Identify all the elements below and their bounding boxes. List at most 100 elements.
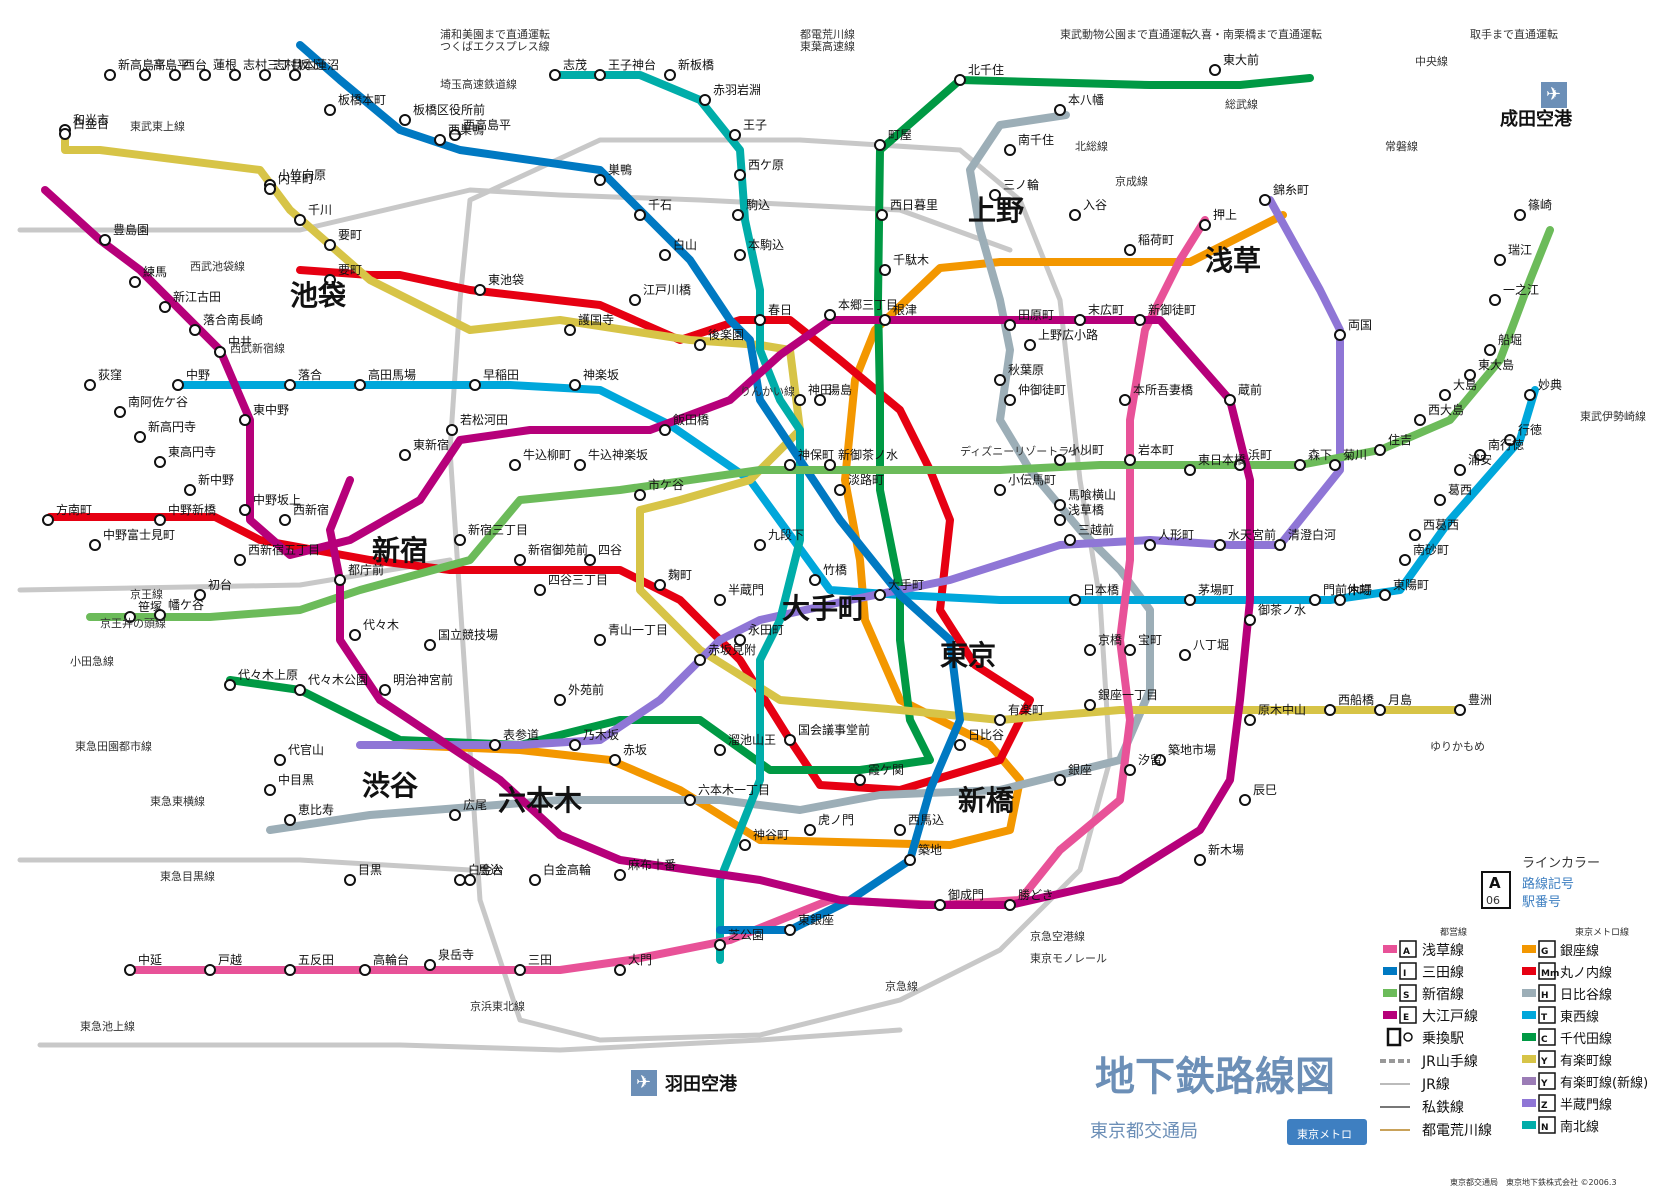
station-marker xyxy=(1295,460,1305,470)
station-marker xyxy=(475,285,485,295)
legend-metro-line: 有楽町線 xyxy=(1560,1053,1612,1069)
station-marker xyxy=(285,815,295,825)
rail-note: 常磐線 xyxy=(1385,139,1418,153)
station-label: 牛込柳町 xyxy=(523,447,571,462)
station-marker xyxy=(1435,495,1445,505)
svg-text:Y: Y xyxy=(1540,1079,1548,1089)
station-label: 築地 xyxy=(918,842,942,857)
station-label: 押上 xyxy=(1213,208,1237,222)
station-marker xyxy=(615,965,625,975)
airplane-icon: ✈ xyxy=(631,1070,657,1096)
station-label: 錦糸町 xyxy=(1273,182,1309,197)
svg-text:✈: ✈ xyxy=(1546,84,1561,105)
station-label: 東中野 xyxy=(253,402,289,417)
station-marker xyxy=(1455,465,1465,475)
legend-symbol: 私鉄線 xyxy=(1422,1100,1464,1116)
station-marker xyxy=(450,810,460,820)
station-label: 四谷 xyxy=(598,543,622,557)
station-label: 三越前 xyxy=(1078,522,1114,537)
rail-note: 京浜東北線 xyxy=(470,999,525,1013)
station-marker xyxy=(1455,705,1465,715)
station-label: 三ノ輪 xyxy=(1003,177,1039,192)
legend-toei-line: 新宿線 xyxy=(1422,986,1464,1003)
rail-note: 中央線 xyxy=(1415,54,1448,68)
station-marker xyxy=(360,965,370,975)
station-label: 東池袋 xyxy=(488,273,524,287)
station-label: 高田馬場 xyxy=(368,367,416,382)
station-marker xyxy=(785,925,795,935)
station-marker xyxy=(895,825,905,835)
station-label: 虎ノ門 xyxy=(818,813,854,827)
station-label: 水天宮前 xyxy=(1228,527,1276,542)
station-marker xyxy=(875,140,885,150)
station-label: 豊島園 xyxy=(113,222,149,237)
rail-note: 京王井の頭線 xyxy=(100,616,166,630)
rail-note: 都電荒川線 xyxy=(800,27,855,41)
legend-swatch xyxy=(1383,945,1397,953)
station-marker xyxy=(875,590,885,600)
rail-note: 京成線 xyxy=(1115,174,1148,188)
svg-text:E: E xyxy=(1403,1013,1409,1023)
station-marker xyxy=(335,575,345,585)
station-label: 汐留 xyxy=(1138,752,1162,767)
station-label: 内幸町 xyxy=(278,172,314,186)
major-station-label: 新宿 xyxy=(372,534,428,567)
station-label: 新木場 xyxy=(1208,842,1244,857)
major-station-label: 渋谷 xyxy=(362,769,419,802)
rail-note: ゆりかもめ xyxy=(1430,740,1485,753)
station-marker xyxy=(1065,535,1075,545)
station-marker xyxy=(1005,395,1015,405)
station-label: 森下 xyxy=(1308,447,1332,462)
station-label: 代々木上原 xyxy=(238,668,298,682)
station-label: 市ケ谷 xyxy=(648,477,684,492)
rail-note: 京王線 xyxy=(130,587,163,601)
station-marker xyxy=(105,70,115,80)
station-label: 竹橋 xyxy=(823,563,847,577)
station-marker xyxy=(1145,540,1155,550)
legend-metro-line: 有楽町線(新線) xyxy=(1560,1075,1648,1091)
station-marker xyxy=(685,795,695,805)
station-label: 恵比寿 xyxy=(298,803,334,817)
station-label: 大門 xyxy=(628,953,652,967)
station-label: 霞ケ関 xyxy=(868,763,904,777)
station-marker xyxy=(1055,775,1065,785)
station-label: 要町 xyxy=(338,228,362,242)
legend-swatch xyxy=(1383,967,1397,975)
station-label: 永田町 xyxy=(748,623,784,637)
svg-text:N: N xyxy=(1541,1123,1549,1133)
rail-note: つくばエクスプレス線 xyxy=(440,39,550,53)
station-marker xyxy=(160,302,170,312)
station-marker xyxy=(880,315,890,325)
station-marker xyxy=(100,235,110,245)
station-marker xyxy=(1200,220,1210,230)
station-label: 千駄木 xyxy=(893,252,929,267)
rail-note: 西武新宿線 xyxy=(230,341,285,355)
station-label: 外苑前 xyxy=(568,682,604,697)
station-marker xyxy=(935,900,945,910)
station-label: 南阿佐ケ谷 xyxy=(128,394,188,409)
station-label: 西ケ原 xyxy=(748,158,784,172)
station-marker xyxy=(1490,295,1500,305)
rail-note: 西武池袋線 xyxy=(190,259,245,273)
major-station-label: 羽田空港 xyxy=(665,1073,738,1095)
station-marker xyxy=(130,277,140,287)
station-label: 八丁堀 xyxy=(1193,637,1229,652)
station-marker xyxy=(1005,320,1015,330)
station-marker xyxy=(1240,795,1250,805)
station-marker xyxy=(595,635,605,645)
station-label: 牛込神楽坂 xyxy=(588,447,648,462)
map-title: 地下鉄路線図 xyxy=(1095,1054,1335,1100)
station-marker xyxy=(515,555,525,565)
station-marker xyxy=(550,70,560,80)
station-marker xyxy=(1335,330,1345,340)
station-marker xyxy=(435,135,445,145)
rail-note: 久喜・南栗橋まで直通運転 xyxy=(1190,27,1322,41)
svg-text:A: A xyxy=(1489,874,1501,892)
station-marker xyxy=(1055,515,1065,525)
station-label: 大島 xyxy=(1453,377,1477,392)
station-marker xyxy=(695,655,705,665)
station-marker xyxy=(1185,595,1195,605)
station-marker xyxy=(173,380,183,390)
station-marker xyxy=(510,460,520,470)
station-label: 秋葉原 xyxy=(1008,363,1044,377)
